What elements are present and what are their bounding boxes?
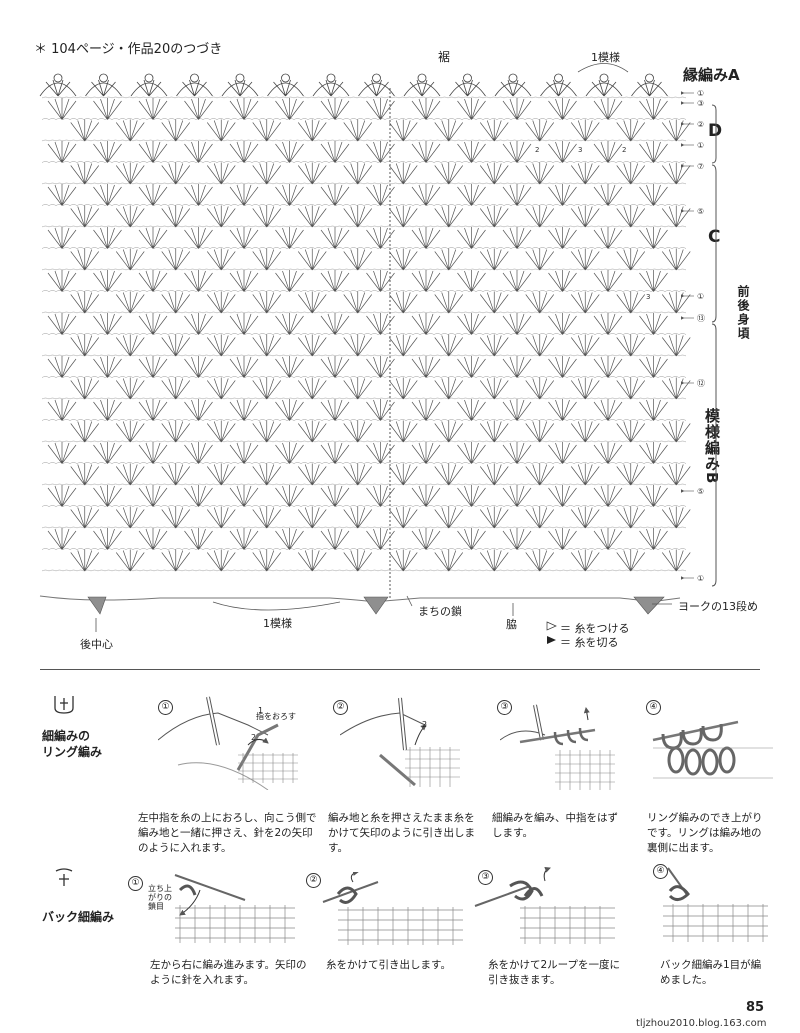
ring-step-1-arrow-1: 1 <box>258 706 264 715</box>
continuation-note: ＊ 104ページ・作品20のつづき <box>34 42 223 57</box>
back-step-3-number: ③ <box>478 870 493 885</box>
back-step-3-illustration <box>470 866 620 950</box>
section-c-label: C <box>708 227 721 247</box>
ring-step-1-number: ① <box>158 700 173 715</box>
back-step-4-illustration <box>648 866 773 950</box>
back-step-4-caption: バック細編み1目が編めました。 <box>660 959 762 986</box>
ring-step-2-caption: 編み地と糸を押さえたまま糸をかけて矢印のように引き出します。 <box>328 812 475 854</box>
ring-stitch-symbol <box>52 694 76 720</box>
inner-count: 2 <box>535 146 540 154</box>
edge-pattern-a-label: 縁編みA <box>683 66 740 84</box>
ring-stitch-title: 細編みの リング編み <box>42 729 103 759</box>
row-number-mark: ⑤ <box>697 487 704 496</box>
ring-step-1-caption: 左中指を糸の上におろし、向こう側で編み地と一緒に押さえ、針を2の矢印のように入れ… <box>138 812 317 854</box>
gusset-chain-label: まちの鎖 <box>418 605 462 618</box>
row-number-mark: ① <box>697 89 704 98</box>
back-step-1-note: 立ち上がりの鎖目 <box>148 884 172 911</box>
row-number-mark: ⑬ <box>697 314 705 323</box>
reverse-sc-title: バック細編み <box>42 910 115 924</box>
ring-step-4-illustration <box>648 700 778 799</box>
row-number-mark: ① <box>697 574 704 583</box>
yoke-row-label: ヨークの13段め <box>678 600 758 613</box>
ring-step-1-note: 指をおろす <box>256 712 296 721</box>
row-number-mark: ③ <box>697 99 704 108</box>
ring-step-1-arrow-2: 2 <box>251 733 257 742</box>
row-number-mark: ⑫ <box>697 379 705 388</box>
inner-count: 3 <box>578 146 583 154</box>
inner-count: 3 <box>646 293 651 301</box>
back-step-3-caption: 糸をかけて2ループを一度に引き抜きます。 <box>488 959 621 986</box>
ring-step-4-number: ④ <box>646 700 661 715</box>
repeat-bottom-label: 1模様 <box>263 617 292 630</box>
row-number-mark: ⑦ <box>697 162 704 171</box>
inner-count: 2 <box>622 146 627 154</box>
attach-yarn-legend: ＝ 糸をつける <box>560 622 630 635</box>
back-step-1-caption: 左から右に編み進みます。矢印のように針を入れます。 <box>150 959 307 986</box>
row-number-mark: ① <box>697 292 704 301</box>
cut-yarn-legend: ＝ 糸を切る <box>560 636 619 649</box>
row-number-mark: ⑤ <box>697 207 704 216</box>
source-watermark: tljzhou2010.blog.163.com <box>636 1018 767 1029</box>
ring-step-3-caption: 細編みを編み、中指をはずします。 <box>492 812 618 839</box>
row-number-mark: ① <box>697 141 704 150</box>
ring-step-2-illustration <box>339 695 465 799</box>
back-step-1-number: ① <box>128 876 143 891</box>
back-step-1-illustration <box>150 870 300 949</box>
ring-step-3-number: ③ <box>497 700 512 715</box>
hem-label: 裾 <box>438 50 451 64</box>
back-center-label: 後中心 <box>80 638 113 651</box>
repeat-top-label: 1模様 <box>591 51 620 64</box>
reverse-sc-symbol <box>52 866 76 892</box>
section-divider <box>40 669 760 670</box>
front-back-body-label: 前後身頃 <box>736 285 750 341</box>
section-d-label: D <box>708 121 723 141</box>
back-step-2-illustration <box>318 870 468 951</box>
row-number-mark: ② <box>697 120 704 129</box>
ring-step-1-illustration <box>157 695 308 794</box>
ring-step-2-number: ② <box>333 700 348 715</box>
ring-step-2-arrow: 2 <box>422 720 428 729</box>
back-step-2-caption: 糸をかけて引き出します。 <box>326 959 451 971</box>
side-seam-label: 脇 <box>506 618 517 631</box>
ring-step-4-caption: リング編みのでき上がりです。リングは編み地の裏側に出ます。 <box>647 812 763 854</box>
back-step-2-number: ② <box>306 873 321 888</box>
ring-step-3-illustration <box>499 700 620 799</box>
back-step-4-number: ④ <box>653 864 668 879</box>
page-number: 85 <box>746 1000 765 1015</box>
